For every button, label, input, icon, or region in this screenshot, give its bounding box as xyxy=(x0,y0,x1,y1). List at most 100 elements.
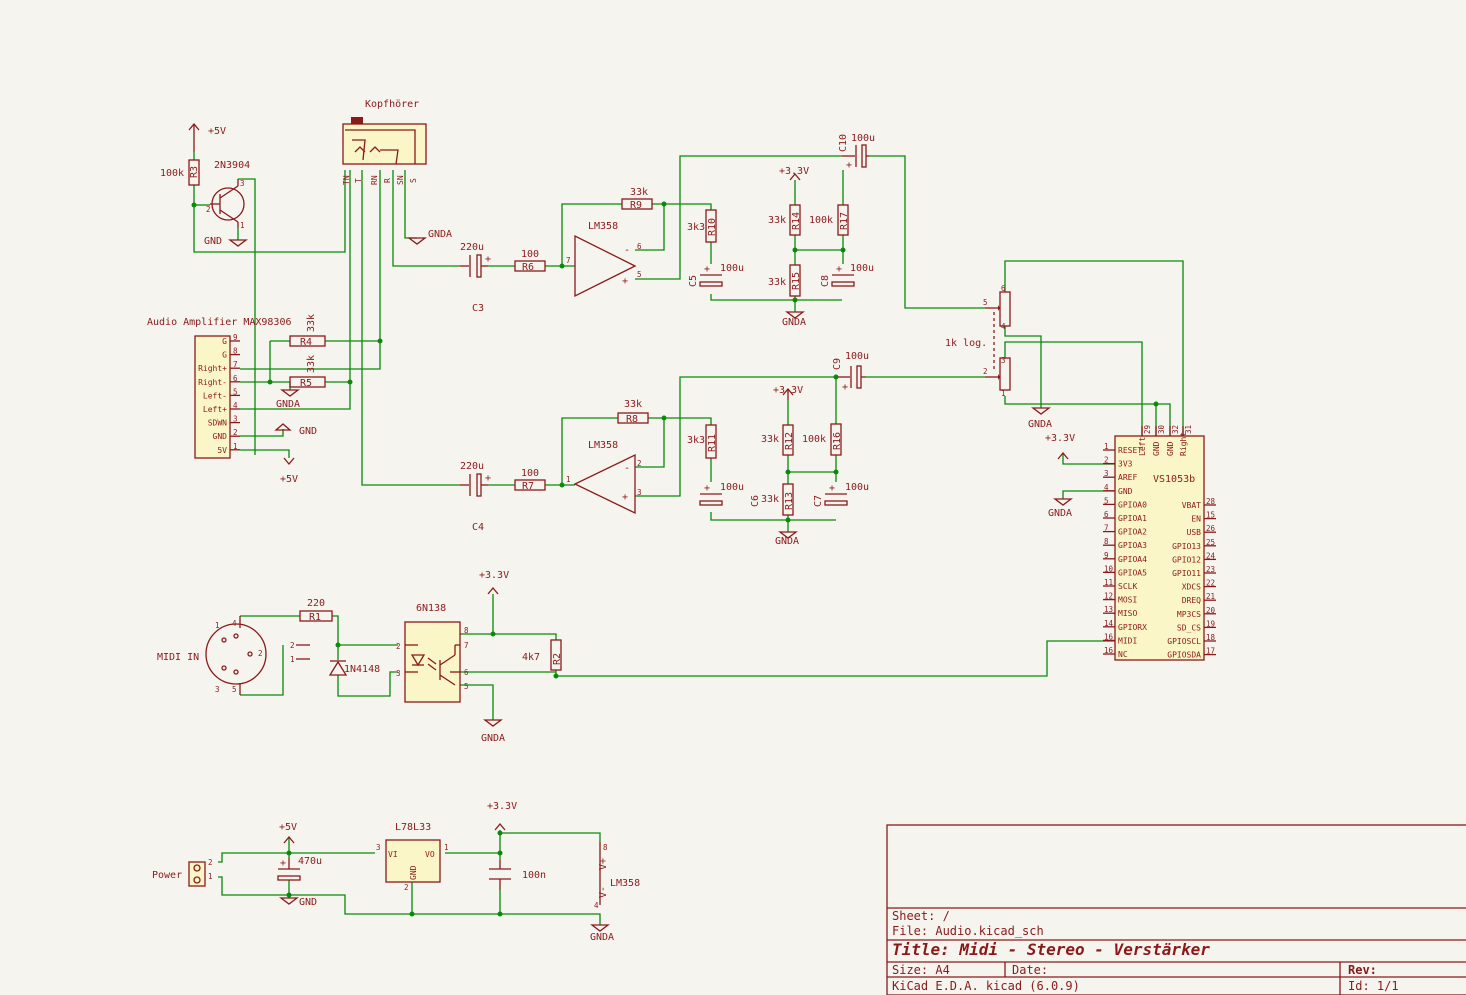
svg-text:V+: V+ xyxy=(598,858,609,870)
svg-text:2: 2 xyxy=(258,649,263,658)
svg-text:C9: C9 xyxy=(832,358,843,370)
pin-name: SD_CS xyxy=(1177,623,1201,632)
pin-name: GPIORX xyxy=(1118,623,1147,632)
svg-text:33k: 33k xyxy=(768,215,786,226)
svg-text:Kopfhörer: Kopfhörer xyxy=(365,99,419,110)
svg-text:7: 7 xyxy=(464,641,469,650)
power-label: GND xyxy=(299,897,317,908)
power-label: GND xyxy=(204,236,222,247)
resistor-r10: R10 3k3 xyxy=(687,209,718,243)
pin-number: 16 xyxy=(1104,646,1114,655)
svg-text:R2: R2 xyxy=(552,653,563,665)
svg-text:6N138: 6N138 xyxy=(416,603,446,614)
power-label: +5V xyxy=(279,822,297,833)
svg-text:1N4148: 1N4148 xyxy=(344,664,380,675)
transistor-q1: 312 2N3904 xyxy=(206,160,250,230)
svg-text:R5: R5 xyxy=(300,378,312,389)
title-block: Sheet: / File: Audio.kicad_sch Title: Mi… xyxy=(886,824,1466,995)
svg-text:SN: SN xyxy=(396,175,405,185)
svg-text:3: 3 xyxy=(215,685,220,694)
svg-text:3: 3 xyxy=(396,669,401,678)
svg-text:1: 1 xyxy=(290,655,295,664)
svg-text:S: S xyxy=(409,178,418,183)
svg-text:Audio Amplifier MAX98306: Audio Amplifier MAX98306 xyxy=(147,317,292,328)
resistor-r6: R6 100 xyxy=(514,249,546,273)
gnda-symbol-psu: GNDA xyxy=(590,924,614,943)
resistor-r11: R11 3k3 xyxy=(687,424,718,459)
svg-text:C5: C5 xyxy=(688,275,699,287)
pin-number: 29 xyxy=(1143,425,1152,434)
amp-pin: Left+4 xyxy=(203,401,240,414)
pin-number: 9 xyxy=(233,333,238,342)
power-label: GNDA xyxy=(590,932,614,943)
svg-text:R3: R3 xyxy=(189,166,200,178)
pin-number: 32 xyxy=(1171,425,1180,434)
svg-text:3: 3 xyxy=(637,488,642,497)
svg-text:33k: 33k xyxy=(624,399,642,410)
svg-text:100k: 100k xyxy=(160,168,184,179)
tool-label: KiCad E.D.A. kicad (6.0.9) xyxy=(892,979,1080,993)
resistor-r7: R7 100 xyxy=(514,468,546,492)
svg-text:+: + xyxy=(622,276,628,287)
gnda-symbol-top: GNDA xyxy=(782,311,806,328)
pin-name: G xyxy=(222,351,227,360)
svg-text:5: 5 xyxy=(232,685,237,694)
svg-text:1: 1 xyxy=(240,221,245,230)
title-label: Title: Midi - Stereo - Verstärker xyxy=(892,940,1210,959)
svg-text:R10: R10 xyxy=(707,218,718,236)
pin-name: GND xyxy=(1152,441,1161,456)
pin-number: 7 xyxy=(233,360,238,369)
svg-text:R17: R17 xyxy=(839,212,850,230)
svg-text:C7: C7 xyxy=(813,495,824,507)
pin-name: GPIOA1 xyxy=(1118,514,1147,523)
gnda-symbol-midi: GNDA xyxy=(481,719,505,744)
pin-name: GPIOA0 xyxy=(1118,500,1147,509)
svg-text:3k3: 3k3 xyxy=(687,435,705,446)
pin-number: 16 xyxy=(1104,632,1114,641)
power-plus33v-top: +3.3V xyxy=(779,166,809,181)
size-label: Size: A4 xyxy=(892,963,950,977)
amp-pin: Right+7 xyxy=(198,360,240,373)
power-label: +5V xyxy=(280,474,298,485)
ground-symbol-q1: GND xyxy=(204,236,248,247)
resistor-r2: R2 4k7 xyxy=(522,639,563,671)
svg-text:2: 2 xyxy=(290,641,295,650)
power-label: +5V xyxy=(208,126,226,137)
power-label: GNDA xyxy=(481,733,505,744)
svg-text:C6: C6 xyxy=(750,495,761,507)
pin-name: EN xyxy=(1191,515,1201,524)
pin-number: 13 xyxy=(1104,605,1113,614)
pin-name: GPIOA5 xyxy=(1118,568,1147,577)
svg-text:4k7: 4k7 xyxy=(522,652,540,663)
pin-name: Left+ xyxy=(203,405,227,414)
svg-text:3k3: 3k3 xyxy=(687,222,705,233)
component-value: 2N3904 xyxy=(214,160,250,171)
diode-1n4148: 1N4148 xyxy=(328,660,380,676)
svg-text:33k: 33k xyxy=(768,277,786,288)
power-label: GND xyxy=(299,426,317,437)
svg-text:100k: 100k xyxy=(802,434,826,445)
svg-text:+: + xyxy=(836,264,842,275)
pin-name: GPIOA2 xyxy=(1118,528,1147,537)
svg-text:2: 2 xyxy=(637,459,642,468)
svg-text:TN: TN xyxy=(342,175,351,185)
capacitor-c8: + 100u C8 xyxy=(820,263,874,287)
pin-number: 20 xyxy=(1206,606,1216,615)
pin-number: 17 xyxy=(1206,647,1215,656)
resistor-r15: R15 33k xyxy=(768,264,802,297)
pin-name: VBAT xyxy=(1182,501,1201,510)
svg-text:VS1053b: VS1053b xyxy=(1153,474,1195,485)
